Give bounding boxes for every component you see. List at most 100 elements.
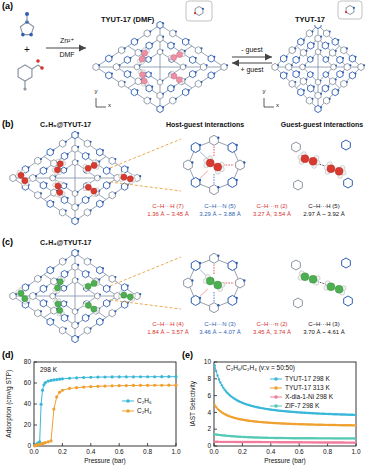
isotherm-curve xyxy=(132,375,135,378)
framework-structure xyxy=(298,38,304,45)
framework-structure xyxy=(286,56,288,58)
reactant-molecule xyxy=(29,33,33,37)
chart-axes xyxy=(214,362,356,446)
isotherm-curve xyxy=(35,377,176,446)
framework-structure xyxy=(354,56,356,58)
framework-structure xyxy=(157,21,163,28)
framework-structure xyxy=(162,36,164,38)
framework-with-guests xyxy=(109,157,115,164)
framework-structure xyxy=(141,78,147,84)
host-guest-zoom xyxy=(217,137,219,139)
framework-with-guests xyxy=(72,308,77,314)
host-guest-zoom xyxy=(217,186,219,188)
isotherm-curve xyxy=(167,375,170,378)
host-guest-zoom xyxy=(199,179,201,181)
axis-arrow xyxy=(96,107,106,108)
tick-label: 8 xyxy=(207,375,211,382)
zoom-guide xyxy=(110,257,181,286)
linker-inset xyxy=(194,12,196,14)
framework-with-guests xyxy=(77,309,79,311)
framework-structure xyxy=(157,49,162,55)
chart-axes xyxy=(34,362,176,446)
zoom-guide xyxy=(110,139,181,191)
framework-with-guests xyxy=(52,319,54,321)
host-guest-zoom xyxy=(228,295,237,305)
chart-axes xyxy=(34,404,37,405)
isotherm-curve xyxy=(35,385,176,446)
framework-structure xyxy=(324,30,330,37)
framework-with-guests xyxy=(57,307,63,313)
framework-structure xyxy=(183,38,189,45)
isotherm-curve xyxy=(68,387,71,390)
host-guest-zoom xyxy=(235,179,237,181)
framework-with-guests xyxy=(72,277,77,283)
framework-structure xyxy=(311,98,313,100)
tick-label: 60 xyxy=(24,379,31,386)
framework-with-guests xyxy=(127,166,129,168)
selectivity-curve xyxy=(214,441,357,444)
framework-structure xyxy=(305,50,307,52)
host-guest-zoom xyxy=(184,160,193,170)
framework-structure xyxy=(190,56,196,63)
linker-inset xyxy=(345,11,347,13)
host-guest-zoom xyxy=(223,165,234,166)
framework-with-guests xyxy=(45,300,47,302)
selectivity-curve xyxy=(214,364,216,366)
framework-with-guests xyxy=(89,209,91,211)
framework-structure xyxy=(150,57,152,59)
reactant-molecule xyxy=(21,33,25,37)
framework-with-guests xyxy=(85,165,91,171)
host-guest-zoom xyxy=(210,303,219,313)
host-guest-zoom xyxy=(228,143,237,153)
host-guest-zoom xyxy=(243,279,245,281)
framework-structure xyxy=(162,80,164,82)
framework-structure xyxy=(146,42,152,49)
framework-structure xyxy=(173,43,175,45)
framework-with-guests xyxy=(84,209,90,216)
framework-with-guests xyxy=(65,141,67,143)
guest-guest-zoom xyxy=(342,258,351,268)
framework-with-guests xyxy=(121,284,127,291)
framework-with-guests xyxy=(72,190,77,196)
framework-structure xyxy=(119,47,125,54)
isotherm-curve xyxy=(174,384,177,387)
interaction-label: C–H···π (2) xyxy=(256,203,287,210)
framework-structure xyxy=(291,64,293,66)
framework-with-guests xyxy=(82,270,88,277)
axis-title: Pressure (bar) xyxy=(84,457,126,464)
framework-structure xyxy=(175,98,177,100)
framework-structure xyxy=(308,72,313,78)
framework-structure xyxy=(168,42,174,49)
framework-with-guests xyxy=(72,204,78,211)
reversible-arrow xyxy=(232,56,272,57)
framework-structure xyxy=(303,39,305,41)
framework-structure xyxy=(124,47,126,49)
framework-structure xyxy=(128,46,148,59)
framework-structure xyxy=(195,57,197,59)
chart-axes xyxy=(34,383,37,384)
isotherm-curve xyxy=(146,384,149,387)
axis-label: x xyxy=(276,102,279,109)
host-guest-zoom xyxy=(217,255,219,257)
framework-structure xyxy=(162,49,164,51)
guest-guest-zoom xyxy=(309,275,317,283)
guest-guest-zoom xyxy=(294,180,303,190)
framework-with-guests xyxy=(61,270,67,277)
tick-label: 1.0 xyxy=(351,448,360,455)
host-guest-zoom xyxy=(199,262,201,264)
framework-with-guests xyxy=(95,293,100,299)
framework-with-guests xyxy=(67,315,69,317)
linker-inset xyxy=(186,1,212,21)
framework-structure xyxy=(332,89,338,96)
selectivity-curve xyxy=(216,374,218,376)
structure-title: C₂H₆@TYUT-17 xyxy=(40,121,91,129)
interaction-label: C–H···N (5) xyxy=(204,203,235,210)
legend-marker xyxy=(126,399,130,403)
host-guest-zoom xyxy=(191,261,200,271)
framework-with-guests xyxy=(44,275,64,289)
framework-with-guests xyxy=(47,267,53,274)
isotherm-curve xyxy=(153,375,156,378)
framework-with-guests xyxy=(40,167,46,174)
linker-inset xyxy=(186,1,212,21)
